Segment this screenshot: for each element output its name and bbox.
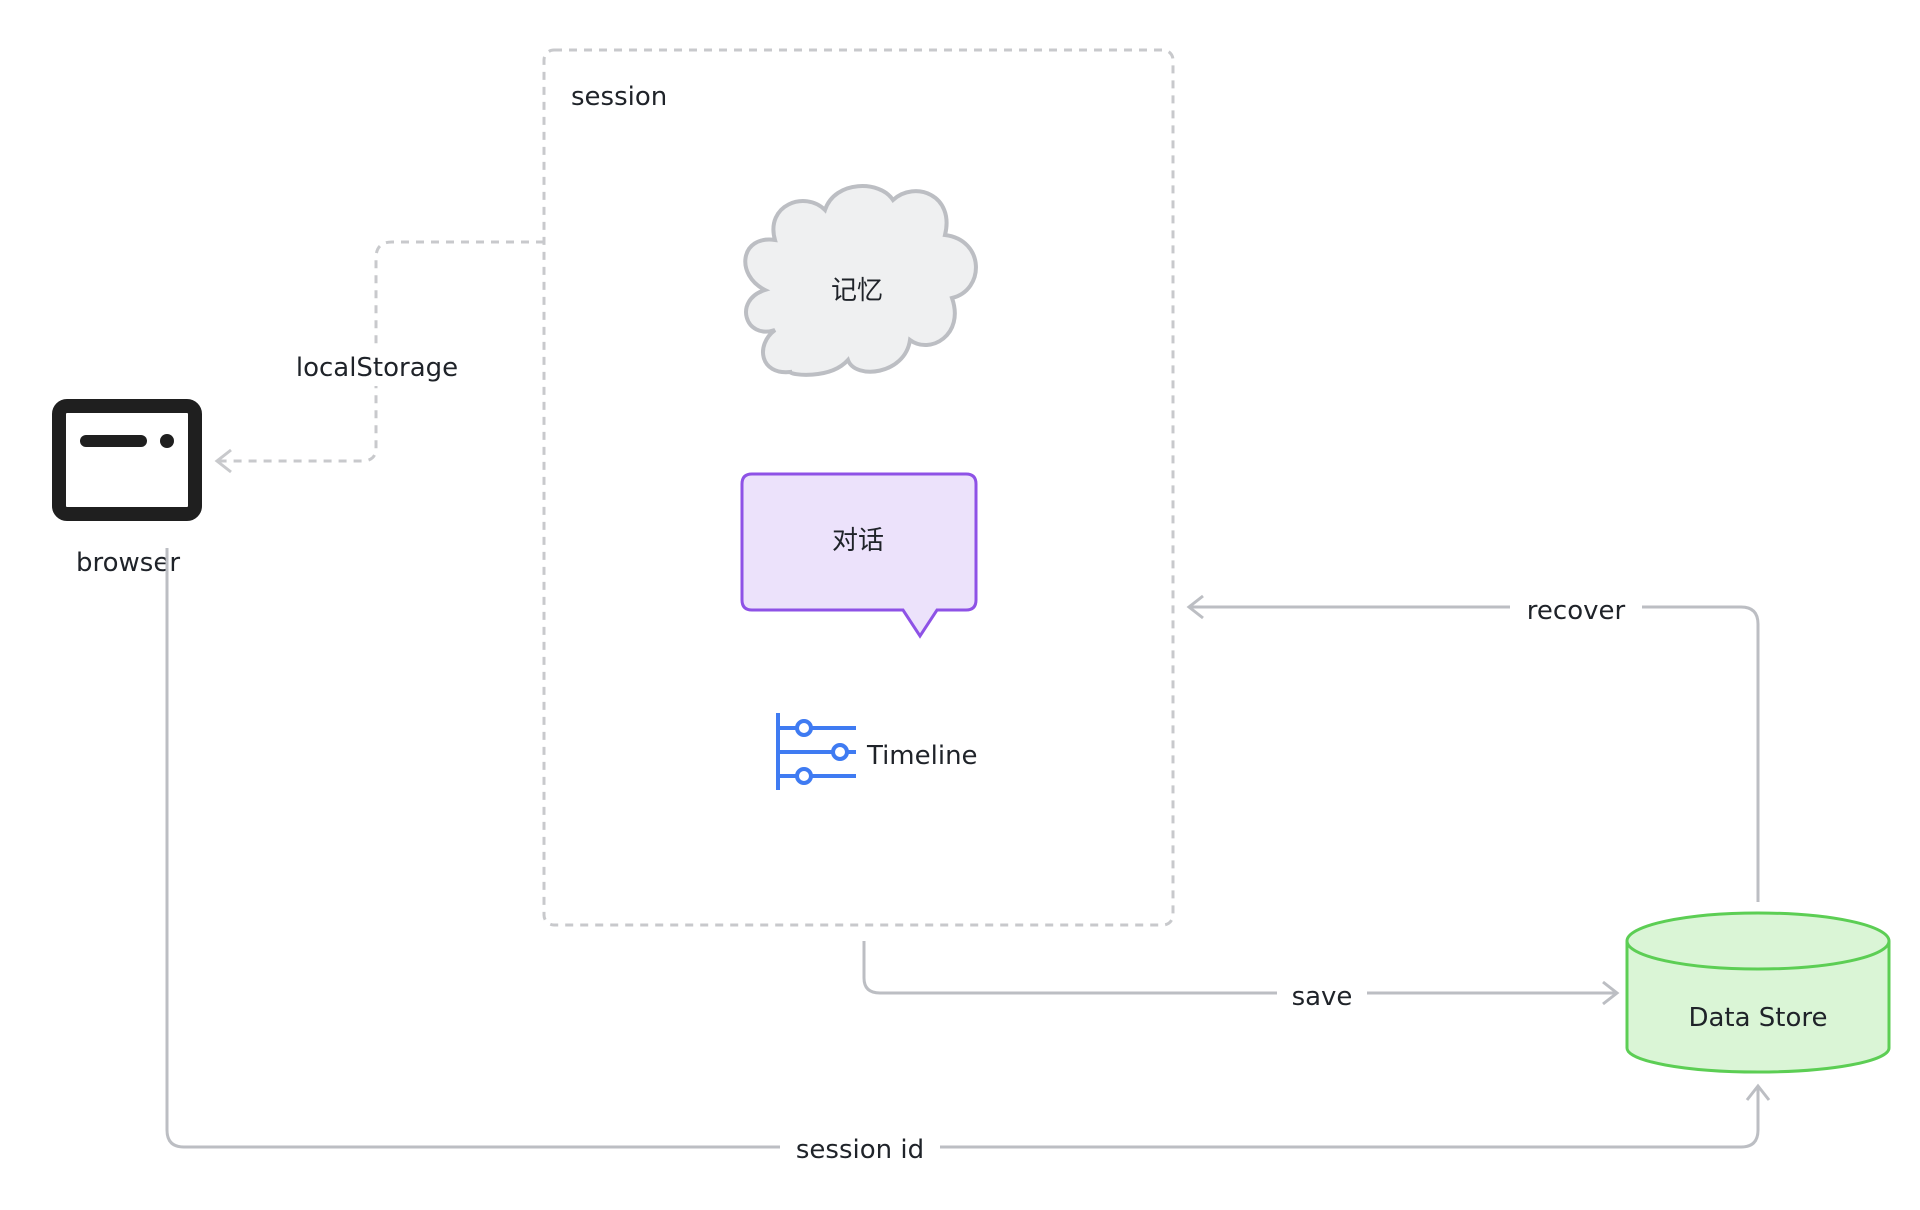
session-container[interactable]: session [542, 48, 1175, 927]
arrowhead-icon [1745, 1083, 1771, 1101]
session-id-connector [165, 548, 1760, 1149]
save-label: save [1292, 982, 1353, 1012]
dialogue-bubble[interactable]: 对话 [740, 472, 978, 639]
timeline-item[interactable]: Timeline [776, 713, 978, 790]
cylinder-top [1625, 911, 1891, 971]
browser-label: browser [76, 548, 180, 578]
edge-save[interactable]: save [862, 941, 1620, 1015]
arrowhead-icon [1602, 980, 1620, 1006]
memory-label: 记忆 [831, 276, 883, 306]
memory-cloud[interactable]: 记忆 [743, 184, 978, 377]
browser-window-icon [52, 399, 202, 521]
session-label: session [571, 82, 667, 112]
local-storage-label: localStorage [296, 353, 458, 383]
dialogue-label: 对话 [832, 526, 884, 556]
save-connector [862, 941, 1617, 995]
recover-connector [1189, 605, 1760, 902]
timeline-icon [776, 713, 856, 790]
edge-session-id[interactable]: session id [165, 548, 1771, 1168]
arrowhead-icon [214, 448, 232, 474]
arrowhead-icon [1186, 594, 1204, 620]
datastore-label: Data Store [1688, 1003, 1827, 1033]
session-id-label: session id [796, 1135, 924, 1165]
cloud-shape [743, 184, 978, 377]
browser-node[interactable]: browser [52, 399, 202, 578]
timeline-label: Timeline [866, 741, 978, 771]
datastore-node[interactable]: Data Store [1625, 911, 1891, 1074]
edge-recover[interactable]: recover [1186, 588, 1760, 902]
cylinder-body [1625, 941, 1891, 1074]
speech-bubble-shape [740, 472, 978, 639]
edge-local-storage[interactable]: localStorage [214, 240, 544, 474]
recover-label: recover [1527, 596, 1626, 626]
